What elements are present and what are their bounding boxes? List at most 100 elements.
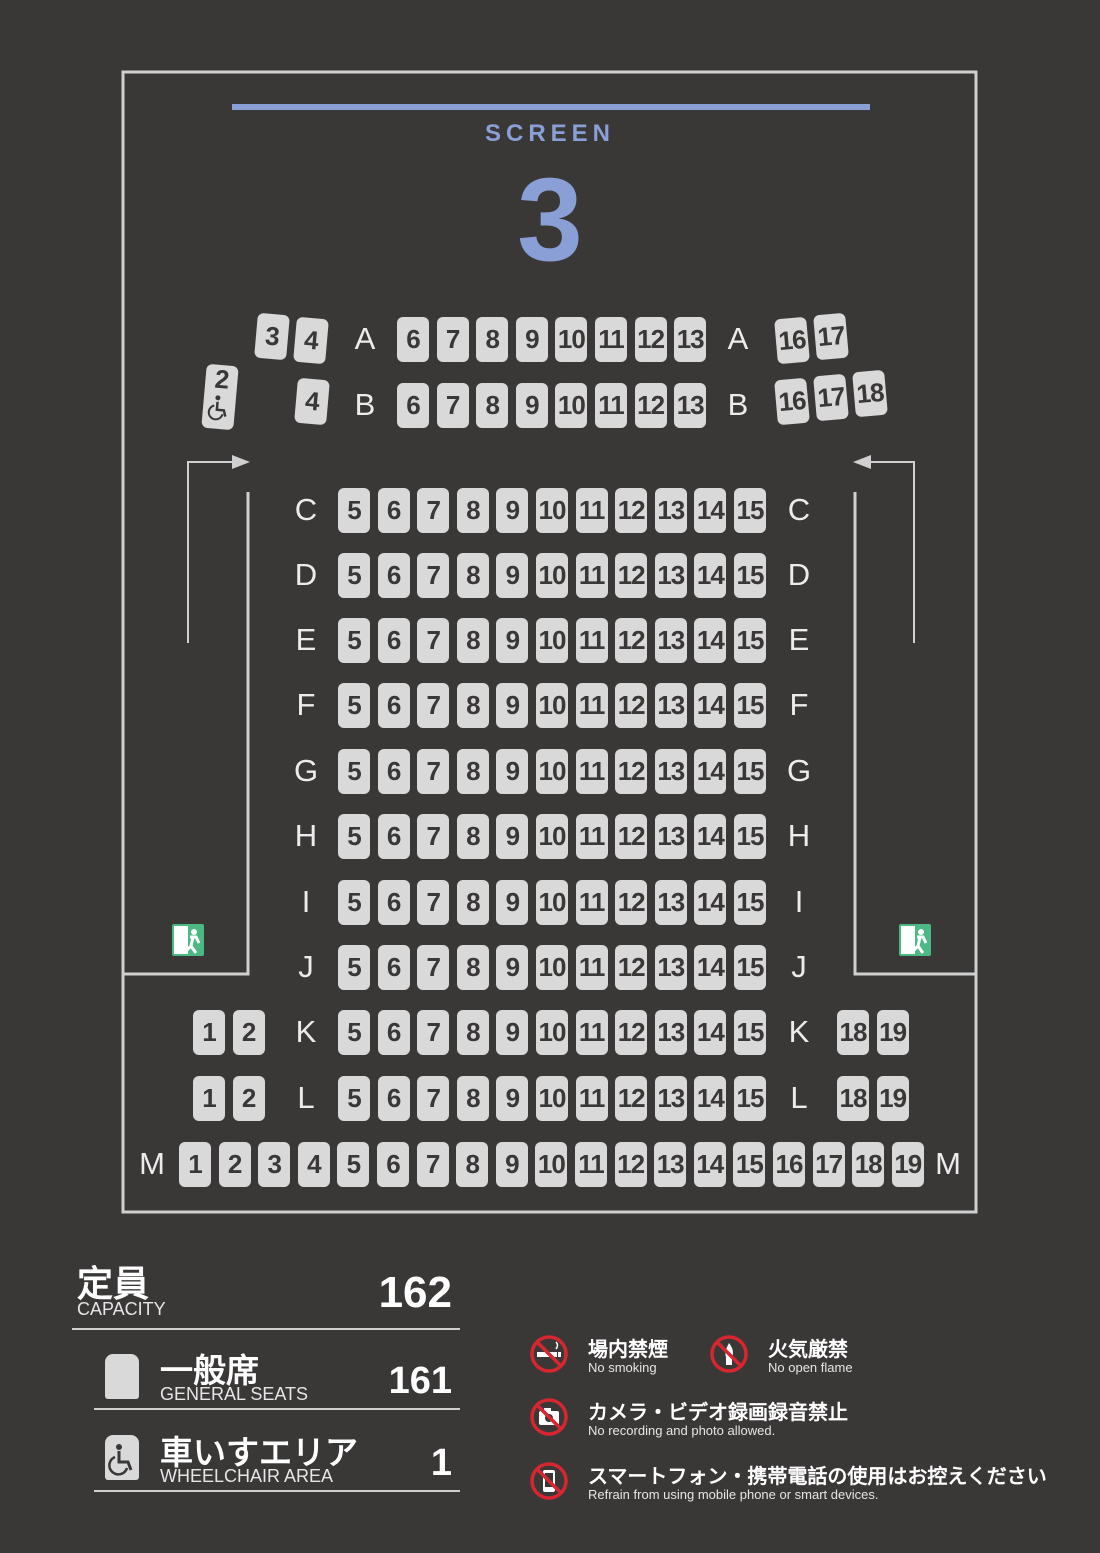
seat[interactable]: 9 <box>496 749 529 794</box>
seat[interactable]: 11 <box>575 488 608 533</box>
seat[interactable]: 10 <box>536 814 568 859</box>
seat[interactable]: 11 <box>575 1010 608 1055</box>
seat[interactable]: 9 <box>495 1142 528 1187</box>
seat[interactable]: 10 <box>536 553 568 598</box>
seat[interactable]: 7 <box>417 553 450 598</box>
seat[interactable]: 1 <box>193 1010 225 1055</box>
seat[interactable]: 9 <box>496 1010 529 1055</box>
seat[interactable]: 12 <box>634 383 667 428</box>
seat[interactable]: 6 <box>377 880 410 925</box>
seat[interactable]: 14 <box>694 488 727 533</box>
seat[interactable]: 10 <box>536 1076 568 1121</box>
seat[interactable]: 15 <box>734 683 766 728</box>
seat[interactable]: 2 <box>232 1010 265 1055</box>
seat[interactable]: 11 <box>575 1076 608 1121</box>
seat[interactable]: 13 <box>674 383 707 428</box>
seat[interactable]: 12 <box>634 317 667 362</box>
seat[interactable]: 8 <box>456 814 489 859</box>
seat[interactable]: 7 <box>417 1010 450 1055</box>
seat[interactable]: 17 <box>813 312 849 361</box>
seat[interactable]: 6 <box>377 488 410 533</box>
seat[interactable]: 5 <box>338 1076 370 1121</box>
seat[interactable]: 15 <box>734 880 766 925</box>
seat[interactable]: 15 <box>734 814 766 859</box>
seat[interactable]: 18 <box>852 1142 885 1187</box>
seat[interactable]: 9 <box>515 317 548 362</box>
seat[interactable]: 5 <box>338 1010 370 1055</box>
seat[interactable]: 8 <box>456 618 489 663</box>
seat[interactable]: 12 <box>615 618 648 663</box>
seat[interactable]: 10 <box>536 1010 568 1055</box>
seat[interactable]: 11 <box>575 1142 607 1187</box>
seat[interactable]: 18 <box>852 369 888 418</box>
seat[interactable]: 7 <box>436 317 469 362</box>
seat[interactable]: 15 <box>734 1076 766 1121</box>
seat[interactable]: 11 <box>575 749 608 794</box>
seat[interactable]: 13 <box>654 945 687 990</box>
seat[interactable]: 18 <box>837 1010 869 1055</box>
seat[interactable]: 8 <box>456 749 489 794</box>
seat[interactable]: 9 <box>496 553 529 598</box>
seat[interactable]: 6 <box>377 1010 410 1055</box>
seat[interactable]: 13 <box>654 880 687 925</box>
seat[interactable]: 19 <box>876 1010 909 1055</box>
seat[interactable]: 12 <box>615 683 648 728</box>
seat[interactable]: 7 <box>436 383 469 428</box>
seat[interactable]: 12 <box>615 1010 648 1055</box>
seat[interactable]: 13 <box>654 749 687 794</box>
seat[interactable]: 4 <box>293 316 329 365</box>
seat[interactable]: 14 <box>693 1142 726 1187</box>
seat[interactable]: 19 <box>891 1142 924 1187</box>
seat[interactable]: 14 <box>694 1076 727 1121</box>
seat[interactable]: 10 <box>555 383 588 428</box>
seat[interactable]: 14 <box>694 553 727 598</box>
seat[interactable]: 14 <box>694 618 727 663</box>
seat[interactable]: 16 <box>774 377 810 426</box>
seat[interactable]: 13 <box>674 317 707 362</box>
seat[interactable]: 13 <box>654 1076 687 1121</box>
seat[interactable]: 5 <box>338 880 370 925</box>
seat[interactable]: 9 <box>496 814 529 859</box>
seat[interactable]: 8 <box>456 945 489 990</box>
seat[interactable]: 13 <box>654 814 687 859</box>
seat[interactable]: 15 <box>733 1142 766 1187</box>
seat[interactable]: 15 <box>734 553 766 598</box>
seat[interactable]: 6 <box>377 945 410 990</box>
seat[interactable]: 17 <box>813 373 849 422</box>
seat[interactable]: 15 <box>734 749 766 794</box>
seat[interactable]: 6 <box>377 1142 409 1187</box>
seat[interactable]: 7 <box>417 945 450 990</box>
seat[interactable]: 8 <box>476 383 509 428</box>
seat[interactable]: 7 <box>417 749 450 794</box>
seat[interactable]: 9 <box>496 1076 529 1121</box>
seat[interactable]: 4 <box>297 1142 330 1187</box>
seat[interactable]: 15 <box>734 945 766 990</box>
seat[interactable]: 6 <box>377 749 410 794</box>
seat[interactable]: 1 <box>193 1076 225 1121</box>
seat[interactable]: 9 <box>496 880 529 925</box>
seat[interactable]: 11 <box>575 618 608 663</box>
seat[interactable]: 7 <box>417 814 450 859</box>
seat[interactable]: 6 <box>377 1076 410 1121</box>
seat[interactable]: 4 <box>294 377 330 426</box>
seat[interactable]: 5 <box>338 618 370 663</box>
seat[interactable]: 12 <box>615 749 648 794</box>
seat[interactable]: 9 <box>496 683 529 728</box>
seat[interactable]: 16 <box>773 1142 805 1187</box>
seat[interactable]: 8 <box>456 1076 489 1121</box>
seat[interactable]: 10 <box>536 618 568 663</box>
seat[interactable]: 14 <box>694 683 727 728</box>
seat[interactable]: 9 <box>496 488 529 533</box>
seat[interactable]: 3 <box>254 312 290 361</box>
seat[interactable]: 5 <box>337 1142 370 1187</box>
seat[interactable]: 5 <box>338 553 370 598</box>
seat[interactable]: 19 <box>876 1076 909 1121</box>
seat[interactable]: 13 <box>654 1142 687 1187</box>
seat[interactable]: 13 <box>654 683 687 728</box>
seat[interactable]: 15 <box>734 488 766 533</box>
seat[interactable]: 13 <box>654 553 687 598</box>
seat[interactable]: 3 <box>258 1142 291 1187</box>
seat[interactable]: 8 <box>456 880 489 925</box>
seat[interactable]: 12 <box>614 1142 647 1187</box>
seat[interactable]: 8 <box>456 1142 489 1187</box>
